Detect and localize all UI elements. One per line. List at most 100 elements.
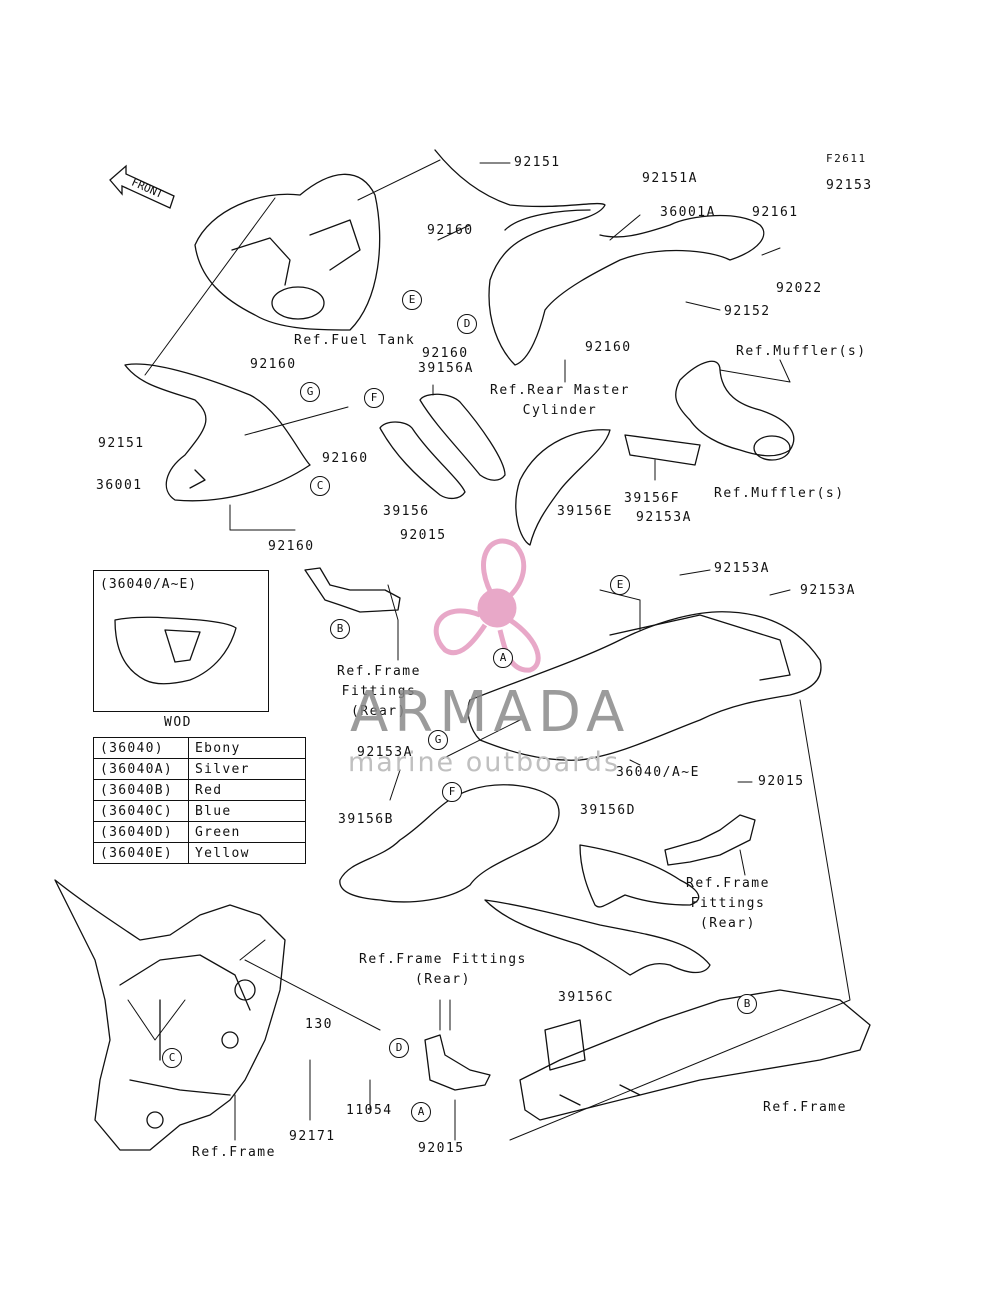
part-label: 39156C	[558, 990, 614, 1005]
color-name: Green	[188, 821, 306, 843]
part-label: 92160	[250, 357, 297, 372]
muffler-shape	[675, 360, 795, 457]
color-name: Red	[188, 779, 306, 801]
table-row: (36040B)Red	[93, 779, 306, 801]
ref-frame-fittings-label: Ref.Frame Fittings (Rear)	[337, 664, 421, 719]
pad-39156D	[579, 844, 700, 908]
pad-39156E	[515, 429, 611, 546]
part-label: 92015	[758, 774, 805, 789]
variant-seat-sketch	[114, 616, 237, 685]
part-label: 92015	[400, 528, 447, 543]
part-label: 39156A	[418, 361, 474, 376]
part-label: 92160	[322, 451, 369, 466]
part-label: 92152	[724, 304, 771, 319]
color-code: (36040B)	[93, 779, 189, 801]
callout-letter: B	[330, 619, 350, 639]
part-label: 92015	[418, 1141, 465, 1156]
ref-muffler-label: Ref.Muffler(s)	[736, 344, 867, 359]
table-row: (36040D)Green	[93, 821, 306, 843]
table-row: (36040E)Yellow	[93, 842, 306, 864]
variant-box: (36040/A~E)	[93, 570, 269, 712]
pad-39156B	[339, 784, 560, 903]
color-code: (36040E)	[93, 842, 189, 864]
ref-frame-label: Ref.Frame	[192, 1145, 276, 1160]
part-label: 92151	[514, 155, 561, 170]
part-label: 39156	[383, 504, 430, 519]
callout-letter: G	[428, 730, 448, 750]
variant-caption: WOD	[164, 715, 192, 730]
part-label: 92151	[98, 436, 145, 451]
part-label: 39156E	[557, 504, 613, 519]
callout-letter: F	[364, 388, 384, 408]
part-label: 92153A	[636, 510, 692, 525]
part-label: 36001	[96, 478, 143, 493]
callout-letter: B	[737, 994, 757, 1014]
pad-39156A	[419, 393, 506, 481]
ref-frame-fittings-label: Ref.Frame Fittings (Rear)	[686, 876, 770, 931]
ref-rear-master-cylinder-label: Ref.Rear Master Cylinder	[490, 383, 630, 418]
front-arrow-icon: FRONT	[109, 164, 175, 209]
rear-subframe	[519, 989, 871, 1121]
propeller-logo	[433, 538, 541, 673]
side-cover-left	[124, 363, 311, 502]
table-row: (36040C)Blue	[93, 800, 306, 822]
ref-fuel-tank-label: Ref.Fuel Tank	[294, 333, 416, 348]
callout-letter: C	[310, 476, 330, 496]
watermark-brand: ARMADA	[350, 680, 631, 745]
part-label: 92160	[585, 340, 632, 355]
part-label: 92153	[826, 178, 873, 193]
part-label: 92153A	[714, 561, 770, 576]
part-label: 92022	[776, 281, 823, 296]
color-code: (36040)	[93, 737, 189, 759]
pad-39156F	[624, 434, 701, 466]
ref-frame-fittings-label: Ref.Frame Fittings (Rear)	[359, 952, 527, 987]
part-label: 92151A	[642, 171, 698, 186]
pad-39156C	[484, 899, 711, 976]
variant-title: (36040/A~E)	[100, 577, 198, 592]
table-row: (36040A)Silver	[93, 758, 306, 780]
part-label: 39156B	[338, 812, 394, 827]
part-label: 92153A	[800, 583, 856, 598]
side-cover-right	[434, 149, 765, 366]
color-name: Silver	[188, 758, 306, 780]
part-label: 92161	[752, 205, 799, 220]
callout-letter: D	[389, 1038, 409, 1058]
ref-muffler-label: Ref.Muffler(s)	[714, 486, 845, 501]
pad-39156	[379, 421, 466, 500]
figure-code: F2611	[826, 152, 867, 165]
callout-letter: C	[162, 1048, 182, 1068]
part-label: 39156D	[580, 803, 636, 818]
part-label: 36001A	[660, 205, 716, 220]
part-label: 39156F	[624, 491, 680, 506]
part-label: 92160	[422, 346, 469, 361]
callout-letter: D	[457, 314, 477, 334]
part-label: 92171	[289, 1129, 336, 1144]
color-name: Ebony	[188, 737, 306, 759]
callout-letter: E	[402, 290, 422, 310]
fuel-tank-cap	[271, 286, 325, 320]
color-code: (36040C)	[93, 800, 189, 822]
part-label: 130	[305, 1017, 333, 1032]
callout-letter: A	[493, 648, 513, 668]
color-name: Blue	[188, 800, 306, 822]
part-label: 92160	[427, 223, 474, 238]
bracket-right	[664, 814, 756, 866]
fuel-tank-shape	[194, 173, 381, 331]
bracket-lower	[424, 1034, 491, 1091]
callout-letter: F	[442, 782, 462, 802]
color-table: (36040)Ebony (36040A)Silver (36040B)Red …	[93, 737, 306, 864]
part-label: 92153A	[357, 745, 413, 760]
color-name: Yellow	[188, 842, 306, 864]
color-code: (36040A)	[93, 758, 189, 780]
ref-frame-label: Ref.Frame	[763, 1100, 847, 1115]
part-label: 11054	[346, 1103, 393, 1118]
table-row: (36040)Ebony	[93, 737, 306, 759]
watermark-tagline: marine outboards	[348, 747, 621, 778]
part-label: 92160	[268, 539, 315, 554]
main-frame	[54, 879, 286, 1151]
part-label: 36040/A~E	[616, 765, 700, 780]
callout-letter: E	[610, 575, 630, 595]
seat-cowl	[467, 611, 822, 761]
color-code: (36040D)	[93, 821, 189, 843]
